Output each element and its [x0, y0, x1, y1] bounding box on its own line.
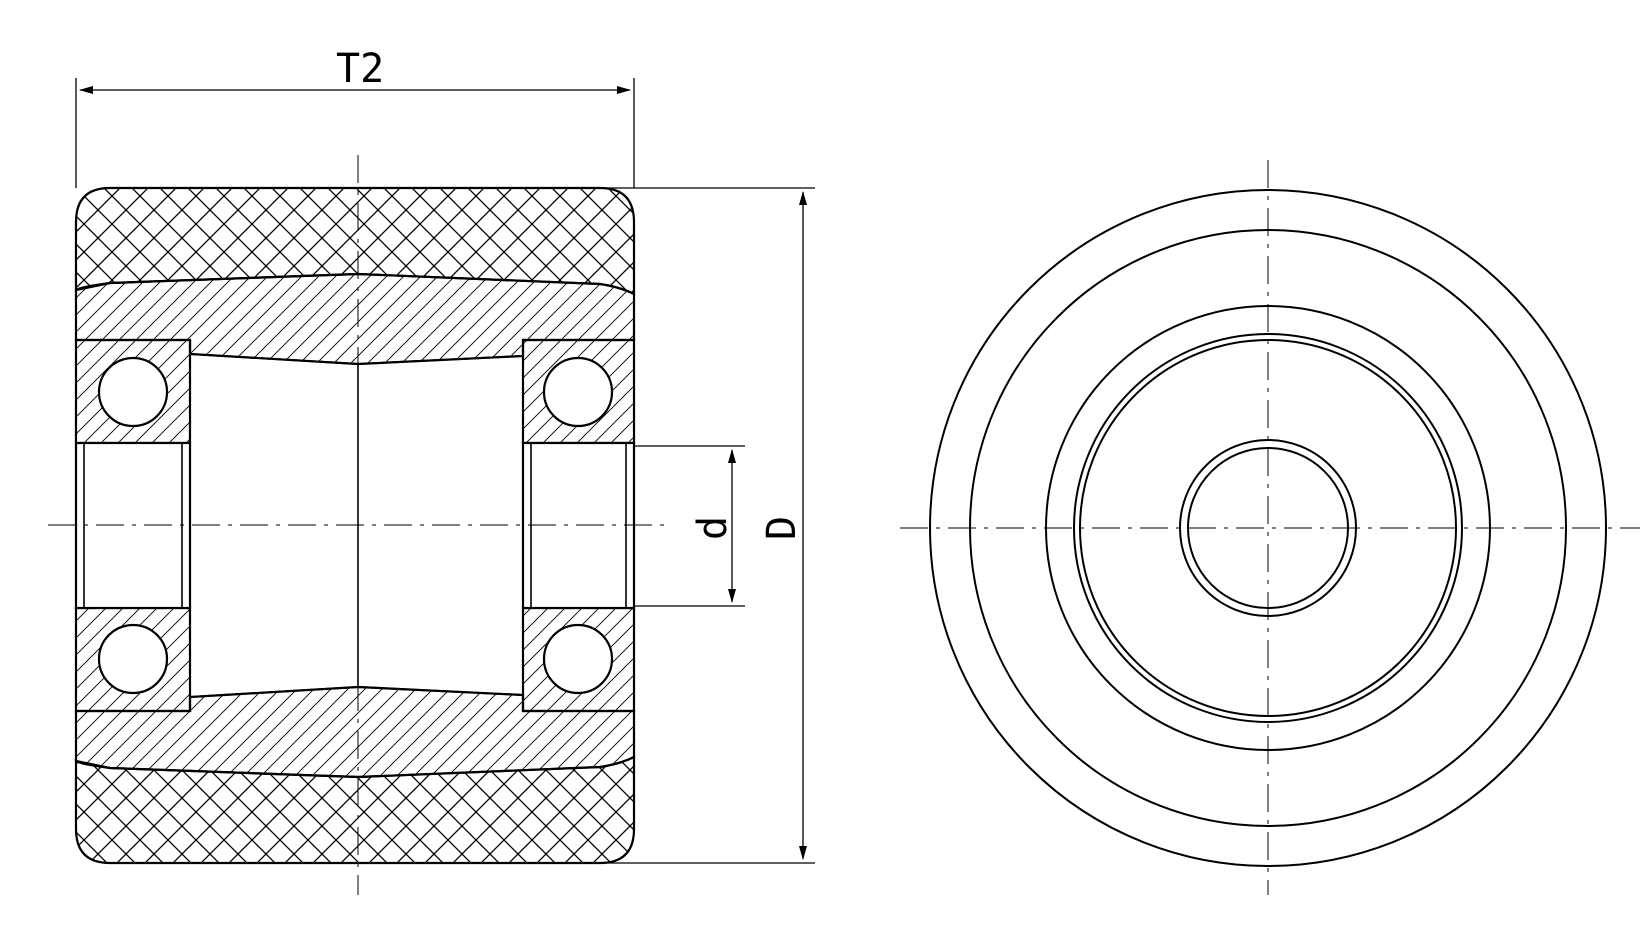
- end-view-tyre-outer: [929, 189, 1607, 867]
- dimension-label-bore-diameter: d: [690, 516, 736, 540]
- end-view-bearing-outer: [1073, 333, 1463, 723]
- ball-top-left: [97, 356, 169, 428]
- section-view: [48, 78, 815, 895]
- dimension-label-t2: T2: [336, 46, 384, 92]
- ball-bottom-left: [97, 623, 169, 695]
- end-view: [900, 160, 1640, 895]
- dimension-label-outer-diameter: D: [759, 516, 805, 540]
- ball-bottom-right: [542, 623, 614, 695]
- ball-top-right: [542, 356, 614, 428]
